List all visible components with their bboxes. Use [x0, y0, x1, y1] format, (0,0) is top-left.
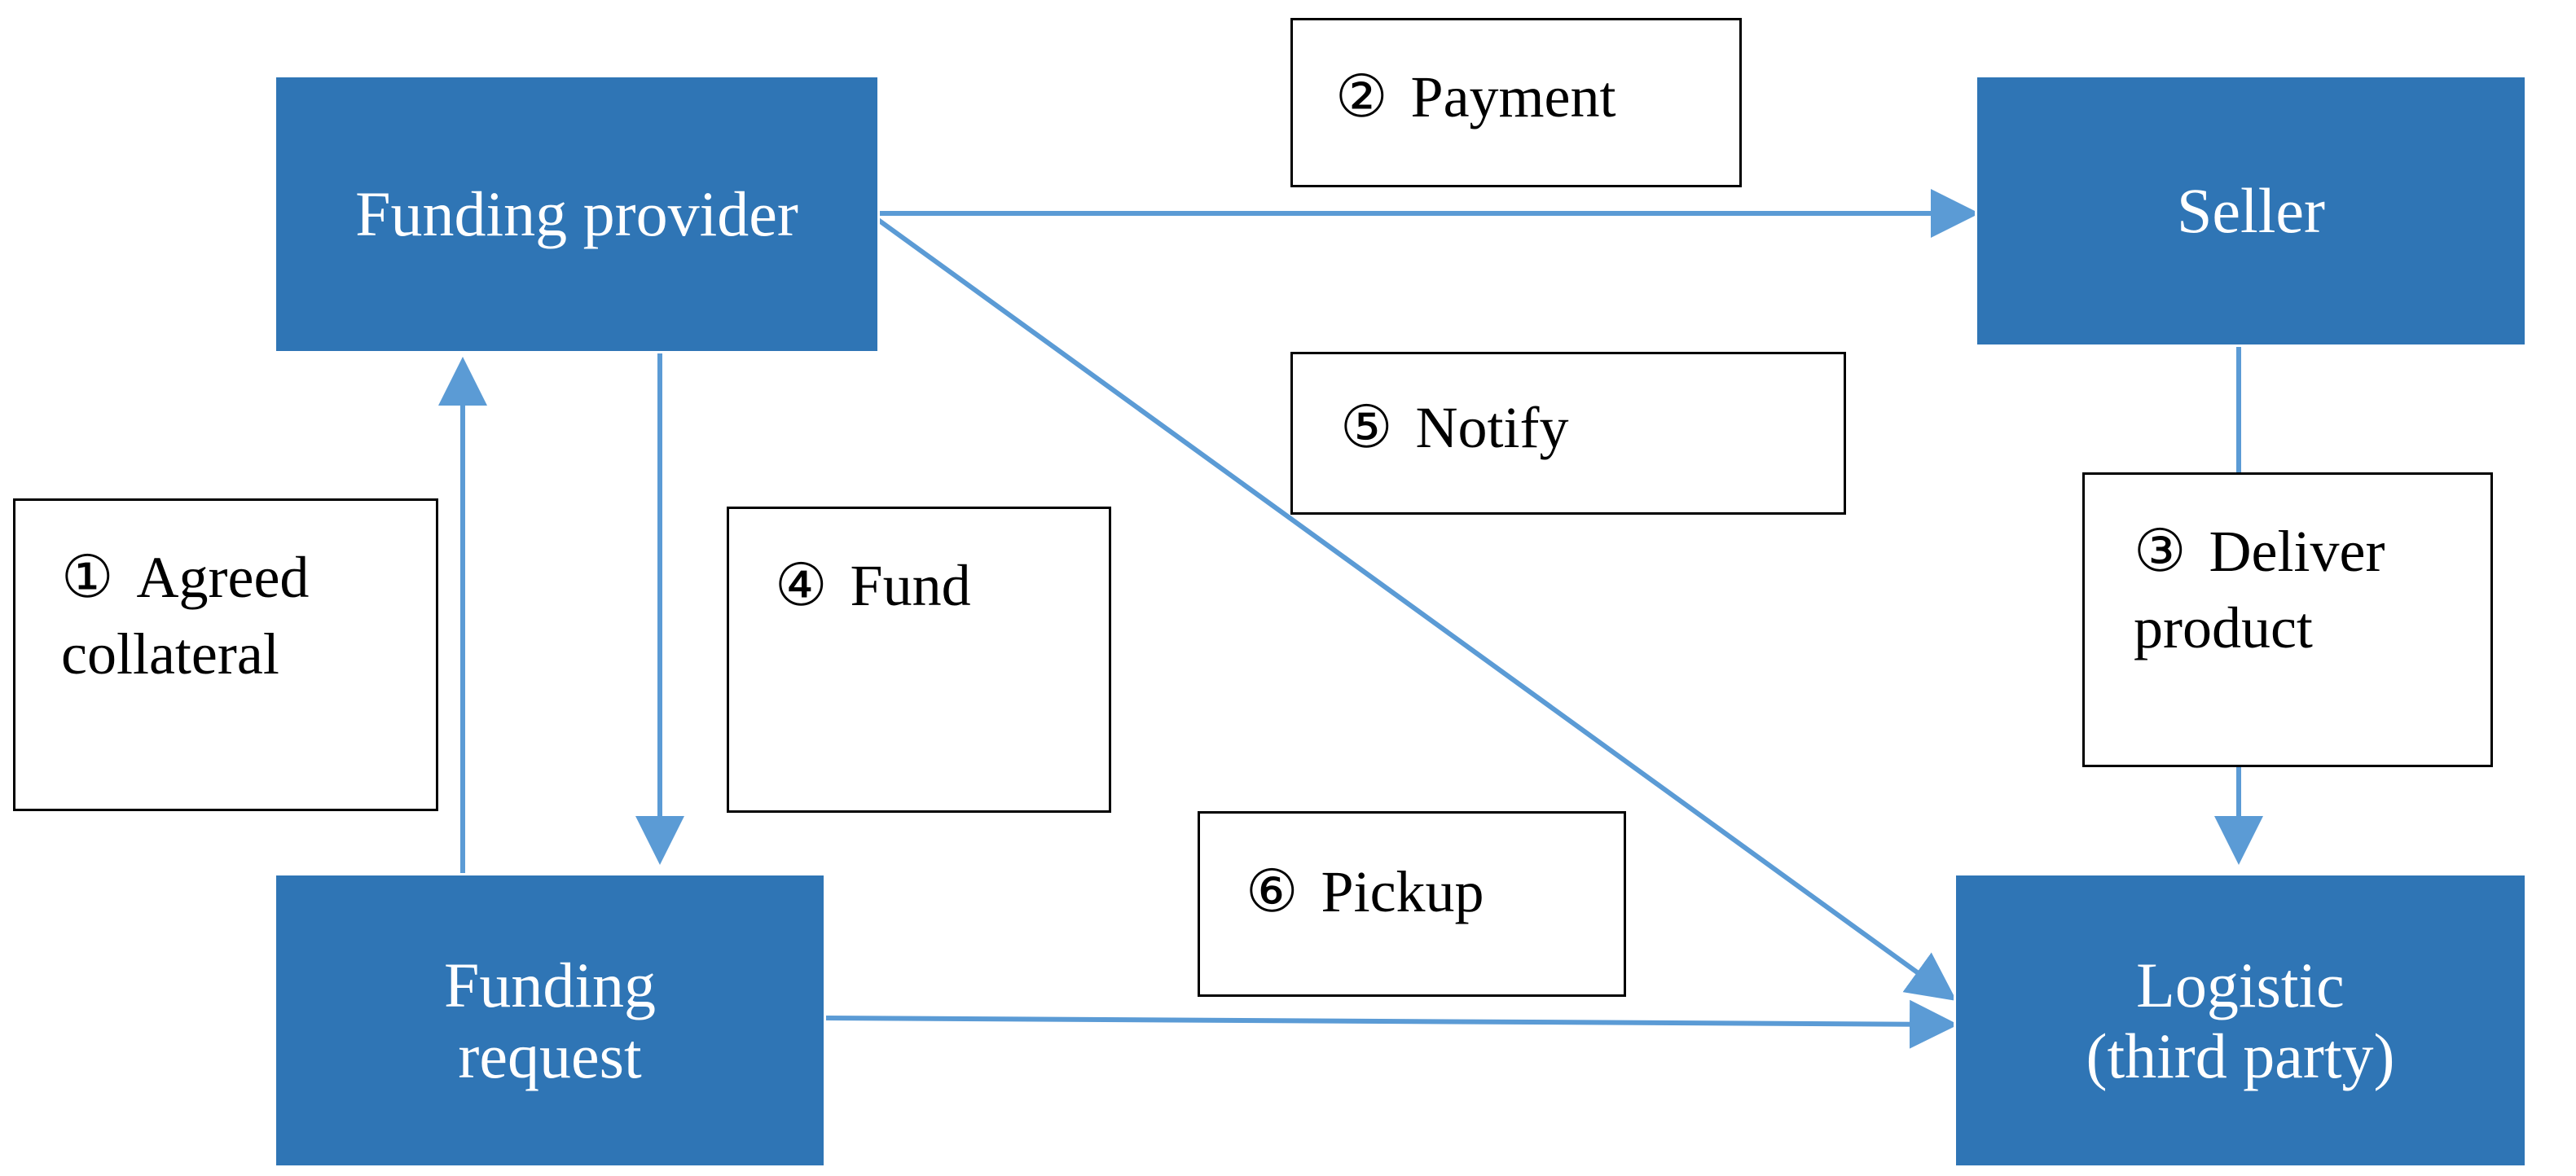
step-text: Pickup [1321, 859, 1484, 924]
node-funding-provider: Funding provider [274, 75, 880, 353]
arrow-request-to-logistic [824, 999, 1958, 1049]
arrow-provider-to-logistic [877, 217, 1957, 1002]
step-label-pickup: ⑥ Pickup [1198, 811, 1626, 997]
node-seller: Seller [1975, 75, 2527, 347]
step-number: ⑤ [1340, 395, 1393, 460]
node-funding-request: Funding request [274, 873, 826, 1168]
step-label-notify: ⑤ Notify [1290, 352, 1846, 515]
step-text: Agreed collateral [61, 545, 310, 687]
step-text: Fund [850, 553, 971, 618]
node-logistic: Logistic (third party) [1954, 873, 2527, 1168]
step-label-fund: ④ Fund [727, 507, 1111, 813]
step-number: ⑥ [1246, 859, 1299, 924]
step-number: ① [61, 545, 114, 610]
step-text: Payment [1410, 64, 1616, 129]
step-number: ② [1335, 64, 1388, 129]
step-number: ④ [775, 553, 828, 618]
step-text: Notify [1415, 395, 1569, 460]
step-number: ③ [2134, 519, 2187, 584]
step-text: Deliver product [2134, 519, 2385, 660]
step-label-payment: ② Payment [1290, 18, 1742, 187]
